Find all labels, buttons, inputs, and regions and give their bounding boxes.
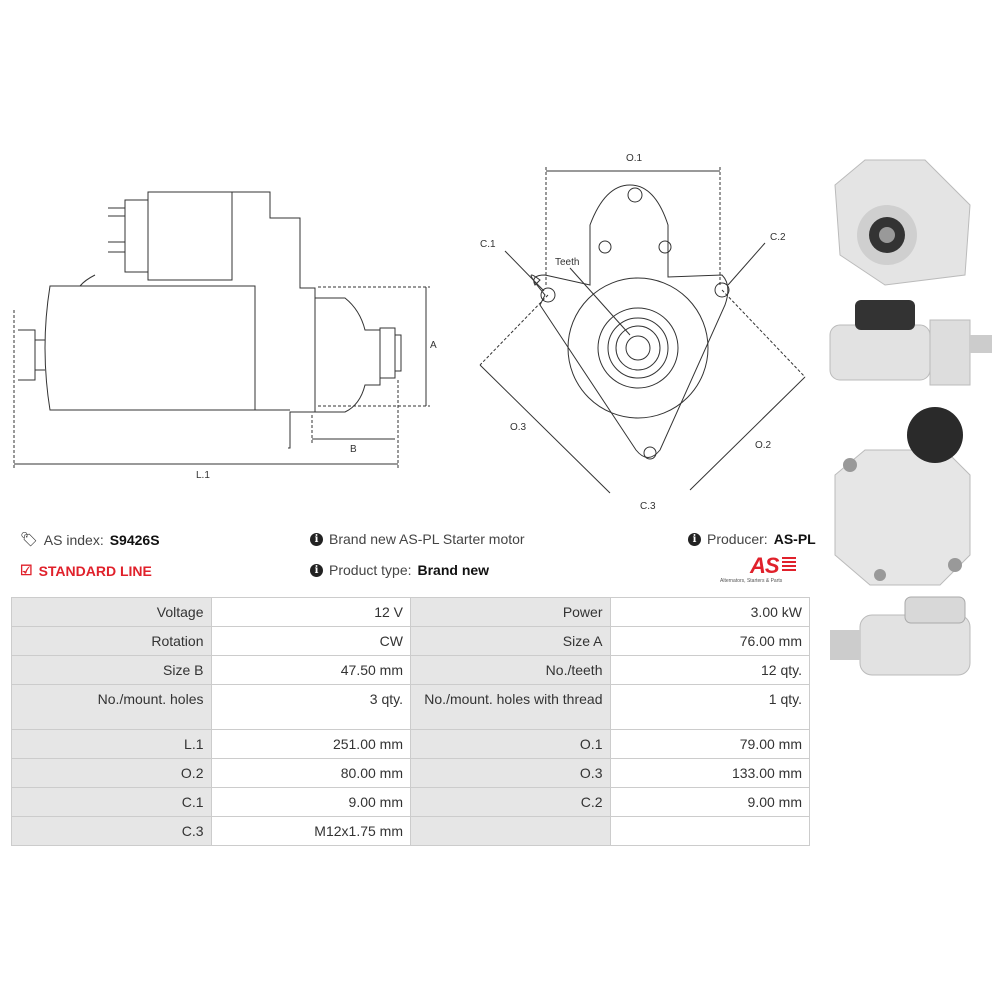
producer-value: AS-PL <box>773 531 816 547</box>
spec-label: O.3 <box>411 759 610 787</box>
spec-label: No./teeth <box>411 656 610 684</box>
spec-label: Size A <box>411 627 610 655</box>
info-icon: i <box>688 532 701 546</box>
product-photo-side <box>829 300 992 386</box>
checkbox-icon: ☑ <box>20 562 33 578</box>
product-type-value: Brand new <box>417 562 490 578</box>
description: i Brand new AS-PL Starter motor <box>310 531 525 547</box>
spec-value <box>610 817 809 845</box>
spec-value: M12x1.75 mm <box>211 817 410 845</box>
label-c1: C.1 <box>480 239 496 250</box>
spec-value: 251.00 mm <box>211 730 410 758</box>
side-view-drawing: A B L.1 <box>13 191 437 481</box>
standard-line-label: STANDARD LINE <box>38 562 152 579</box>
flange-outline <box>530 184 729 458</box>
spec-value: 9.00 mm <box>610 788 809 816</box>
spec-label: Power <box>411 598 610 626</box>
spec-value: 9.00 mm <box>211 788 410 816</box>
spec-value: CW <box>211 627 410 655</box>
spec-label: C.2 <box>411 788 610 816</box>
label-o1: O.1 <box>626 153 643 164</box>
description-text: Brand new AS-PL Starter motor <box>329 531 525 547</box>
logo-tagline: Alternators, Starters & Parts <box>720 578 783 584</box>
logo-mark: AS <box>750 553 780 578</box>
spec-value: 47.50 mm <box>211 656 410 684</box>
as-index-label: AS index: <box>43 531 104 548</box>
spec-label: O.1 <box>411 730 610 758</box>
info-icon: i <box>310 563 323 577</box>
product-type: i Product type: Brand new <box>310 562 489 578</box>
as-pl-logo: AS Alternators, Starters & Parts <box>720 553 812 587</box>
spec-label: Rotation <box>12 627 211 655</box>
spec-value: 12 qty. <box>610 656 809 684</box>
spec-label: No./mount. holes with thread <box>411 685 610 729</box>
product-photos <box>829 159 992 676</box>
product-type-label: Product type: <box>329 562 412 578</box>
as-index-value: S9426S <box>109 531 160 548</box>
logo-stripes <box>782 557 796 573</box>
spec-value: 12 V <box>211 598 410 626</box>
spec-label: Size B <box>12 656 211 684</box>
label-o2: O.2 <box>755 440 772 451</box>
spec-value: 133.00 mm <box>610 759 809 787</box>
product-photo-angle <box>830 596 971 676</box>
solenoid <box>147 191 233 281</box>
spec-label <box>411 817 610 845</box>
spec-label: Voltage <box>12 598 211 626</box>
spec-label: O.2 <box>12 759 211 787</box>
product-photo-front <box>834 159 971 286</box>
spec-value: 76.00 mm <box>610 627 809 655</box>
spec-value: 80.00 mm <box>211 759 410 787</box>
spec-value: 3 qty. <box>211 685 410 729</box>
front-view-drawing: O.1 C.1 C.2 Teeth O.3 O.2 C.3 <box>479 153 806 512</box>
as-index: 🏷︎ AS index: S9426S <box>20 531 160 548</box>
label-c2: C.2 <box>770 232 786 243</box>
label-c3: C.3 <box>640 501 656 512</box>
label-b: B <box>350 444 357 455</box>
label-a: A <box>430 340 437 351</box>
spec-label: L.1 <box>12 730 211 758</box>
spec-label: No./mount. holes <box>12 685 211 729</box>
spec-label: C.3 <box>12 817 211 845</box>
producer-label: Producer: <box>707 531 768 547</box>
spec-value: 1 qty. <box>610 685 809 729</box>
product-photo-rear <box>834 407 971 586</box>
motor-body <box>44 285 256 411</box>
tag-icon: 🏷︎ <box>20 531 38 547</box>
spec-value: 79.00 mm <box>610 730 809 758</box>
label-l1: L.1 <box>196 470 210 481</box>
spec-label: C.1 <box>12 788 211 816</box>
standard-line-badge: ☑ STANDARD LINE <box>20 562 152 579</box>
label-o3: O.3 <box>510 422 527 433</box>
info-icon: i <box>310 532 323 546</box>
producer: i Producer: AS-PL <box>688 531 816 547</box>
spec-value: 3.00 kW <box>610 598 809 626</box>
label-teeth: Teeth <box>555 257 579 268</box>
